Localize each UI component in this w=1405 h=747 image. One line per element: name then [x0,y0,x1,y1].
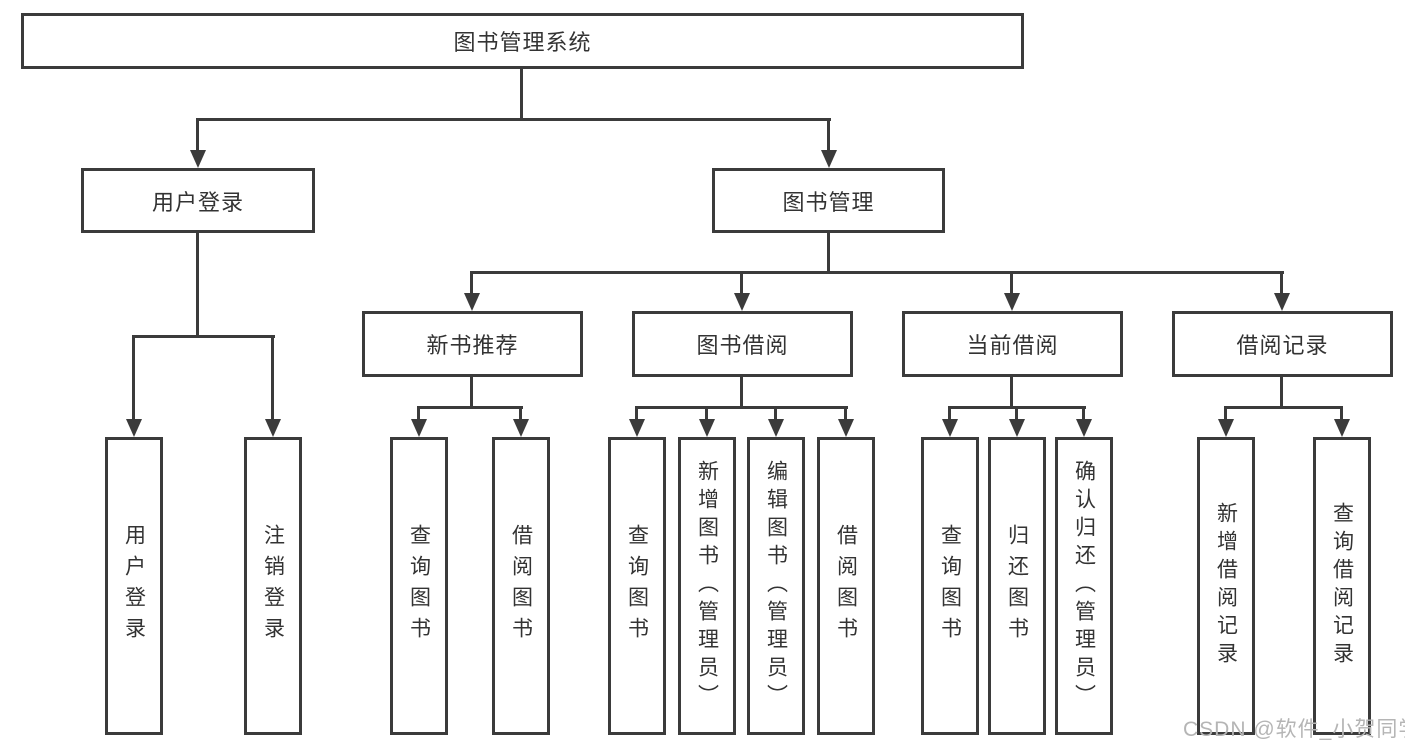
leaf-add-book-admin: 新增图书（管理员） [678,437,736,735]
connector-user-login-drop [196,233,199,335]
leaf-return-book: 归还图书 [988,437,1046,735]
connector-new-book-recommend-drop [470,377,473,406]
arrowhead-query-book-current [942,419,958,437]
connector-book-borrow-split [635,406,848,409]
leaf-add-borrow-record: 新增借阅记录 [1197,437,1255,735]
connector-stub-query-borrow-record [1340,406,1343,421]
arrowhead-add-borrow-record [1218,419,1234,437]
leaf-user-login: 用户登录 [105,437,163,735]
connector-stub-add-book [705,406,708,421]
leaf-logout: 注销登录 [244,437,302,735]
leaf-borrow-book: 借阅图书 [817,437,875,735]
arrowhead-leaf-logout [265,419,281,437]
connector-stub-query-book-current [948,406,951,421]
connector-stub-edit-book [774,406,777,421]
leaf-query-book-current: 查询图书 [921,437,979,735]
node-user-login: 用户登录 [81,168,315,233]
arrowhead-confirm-return [1076,419,1092,437]
arrowhead-borrow-book [838,419,854,437]
node-new-book-recommend: 新书推荐 [362,311,583,377]
connector-current-borrow-drop [1010,377,1013,406]
arrowhead-borrow-record [1274,293,1290,311]
connector-new-book-recommend-split [417,406,523,409]
arrowhead-query-borrow-record [1334,419,1350,437]
arrowhead-user-login [190,150,206,168]
arrowhead-borrow-book-recommend [513,419,529,437]
connector-borrow-record-split [1224,406,1343,409]
connector-to-new-book-recommend [470,271,473,295]
connector-to-book-management [827,118,830,151]
connector-to-current-borrow [1010,271,1013,295]
connector-to-leaf-logout [271,335,274,419]
connector-stub-query-book-recommend [417,406,420,421]
arrowhead-query-book-recommend [411,419,427,437]
node-book-management: 图书管理 [712,168,945,233]
connector-to-leaf-user-login [132,335,135,419]
connector-to-book-borrow [740,271,743,295]
arrowhead-return-book [1009,419,1025,437]
arrowhead-current-borrow [1004,293,1020,311]
connector-to-borrow-record [1280,271,1283,295]
arrowhead-book-management [821,150,837,168]
leaf-query-book-recommend: 查询图书 [390,437,448,735]
connector-stub-borrow-book [844,406,847,421]
csdn-watermark: CSDN @软件_小贺同学 [1183,718,1405,741]
connector-root-drop [520,69,523,118]
arrowhead-book-borrow [734,293,750,311]
leaf-borrow-book-recommend: 借阅图书 [492,437,550,735]
arrowhead-query-book-borrow [629,419,645,437]
connector-stub-confirm-return [1082,406,1085,421]
connector-stub-borrow-book-recommend [519,406,522,421]
connector-level2-split [470,271,1284,274]
arrowhead-add-book [699,419,715,437]
leaf-edit-book-admin: 编辑图书（管理员） [747,437,805,735]
node-book-borrow: 图书借阅 [632,311,853,377]
arrowhead-new-book-recommend [464,293,480,311]
connector-to-user-login [196,118,199,151]
connector-level1-split [196,118,831,121]
arrowhead-edit-book [768,419,784,437]
node-root: 图书管理系统 [21,13,1024,69]
node-current-borrow: 当前借阅 [902,311,1123,377]
connector-borrow-record-drop [1280,377,1283,406]
leaf-confirm-return-admin: 确认归还（管理员） [1055,437,1113,735]
connector-book-management-drop [827,233,830,271]
leaf-query-book-borrow: 查询图书 [608,437,666,735]
connector-stub-add-borrow-record [1224,406,1227,421]
node-borrow-record: 借阅记录 [1172,311,1393,377]
connector-book-borrow-drop [740,377,743,406]
leaf-query-borrow-record: 查询借阅记录 [1313,437,1371,735]
arrowhead-leaf-user-login [126,419,142,437]
connector-user-login-split [132,335,275,338]
connector-stub-query-book-borrow [635,406,638,421]
connector-stub-return-book [1015,406,1018,421]
